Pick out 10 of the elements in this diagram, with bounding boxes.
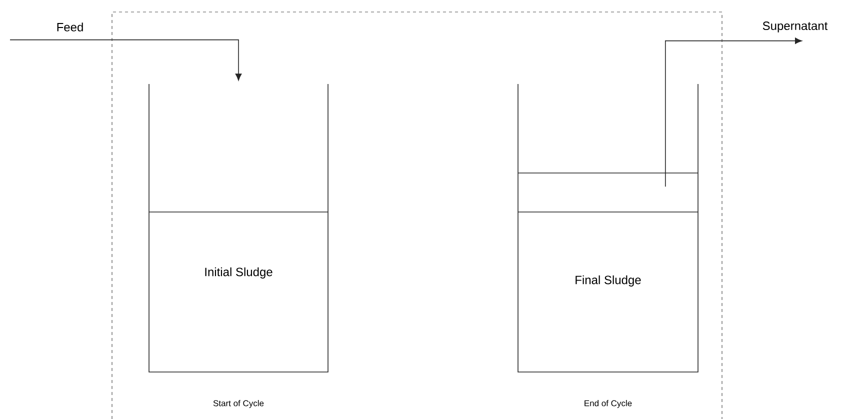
flow-arrow xyxy=(665,38,802,187)
sludge-label: Final Sludge xyxy=(576,275,641,287)
tank xyxy=(148,84,328,372)
tank xyxy=(518,84,698,372)
stage-caption: Start of Cycle xyxy=(213,400,264,408)
sludge-label: Initial Sludge xyxy=(205,267,272,279)
stage-caption: End of Cycle xyxy=(584,400,632,408)
flow-label: Supernatant xyxy=(762,22,828,32)
flow-arrow xyxy=(10,39,242,81)
flow-label: Feed xyxy=(57,22,83,32)
